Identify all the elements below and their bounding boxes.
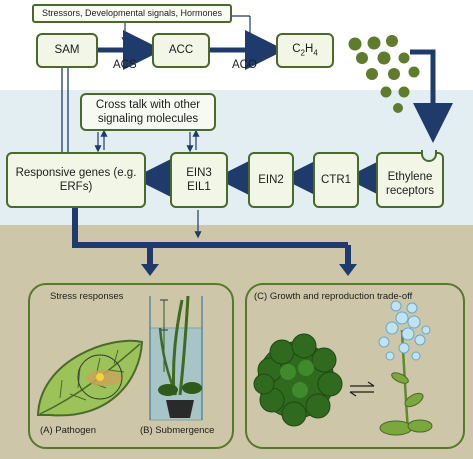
ethylene-receptors-node: Ethylene receptors bbox=[376, 152, 444, 208]
ethylene-node: C2H4 bbox=[276, 33, 334, 68]
signals-text: Stressors, Developmental signals, Hormon… bbox=[41, 7, 223, 18]
submergence-caption: (B) Submergence bbox=[140, 425, 215, 436]
ethylene-dot bbox=[377, 51, 391, 65]
pathogen-caption: (A) Pathogen bbox=[40, 425, 96, 436]
signals-box: Stressors, Developmental signals, Hormon… bbox=[32, 4, 232, 23]
ethylene-dot bbox=[366, 68, 378, 80]
aco-enzyme-label: ACO bbox=[232, 59, 257, 71]
responsive-genes-node: Responsive genes (e.g. ERFs) bbox=[6, 152, 146, 208]
sam-label: SAM bbox=[54, 44, 80, 57]
ethylene-label: C2H4 bbox=[292, 43, 318, 58]
ethylene-dot bbox=[408, 66, 420, 78]
ctr1-label: CTR1 bbox=[320, 173, 352, 186]
band-environment bbox=[0, 225, 473, 459]
ethylene-dot bbox=[393, 103, 403, 113]
ein2-label: EIN2 bbox=[258, 173, 284, 186]
crosstalk-node: Cross talk with other signaling molecule… bbox=[80, 93, 216, 131]
crosstalk-ein3-arrows bbox=[186, 129, 200, 153]
growth-panel-title: (C) Growth and reproduction trade-off bbox=[254, 291, 413, 302]
ein3-label: EIN3 bbox=[186, 166, 212, 179]
ethylene-dot bbox=[386, 35, 398, 47]
ethylene-receptors-label: Ethylene receptors bbox=[386, 170, 434, 197]
ein3-eil1-node: EIN3 EIL1 bbox=[170, 152, 228, 208]
stress-panel bbox=[28, 283, 234, 449]
ethylene-to-receptor-arrow bbox=[410, 49, 453, 143]
ethylene-dot bbox=[356, 52, 368, 64]
ein2-node: EIN2 bbox=[248, 152, 294, 208]
stress-panel-title: Stress responses bbox=[50, 291, 124, 302]
crosstalk-genes-arrows bbox=[94, 129, 108, 153]
to-stress-arrowhead bbox=[141, 264, 159, 276]
acc-label: ACC bbox=[168, 44, 194, 57]
ethylene-dot bbox=[367, 36, 381, 50]
acs-enzyme-label: ACS bbox=[113, 59, 137, 71]
to-growth-arrowhead bbox=[339, 264, 357, 276]
growth-panel bbox=[245, 283, 465, 449]
genes-to-panels-arrow bbox=[72, 208, 351, 266]
acc-node: ACC bbox=[152, 33, 210, 68]
ethylene-dot bbox=[398, 52, 410, 64]
responsive-genes-label: Responsive genes (e.g. ERFs) bbox=[15, 166, 137, 193]
ethylene-dot bbox=[398, 86, 410, 98]
sam-node: SAM bbox=[36, 33, 98, 68]
crosstalk-label: Cross talk with other signaling molecule… bbox=[95, 98, 201, 125]
ethylene-dot bbox=[388, 68, 400, 80]
eil1-label: EIL1 bbox=[187, 181, 211, 193]
ethylene-dot bbox=[348, 37, 362, 51]
ethylene-dot bbox=[380, 86, 392, 98]
ctr1-node: CTR1 bbox=[313, 152, 359, 208]
